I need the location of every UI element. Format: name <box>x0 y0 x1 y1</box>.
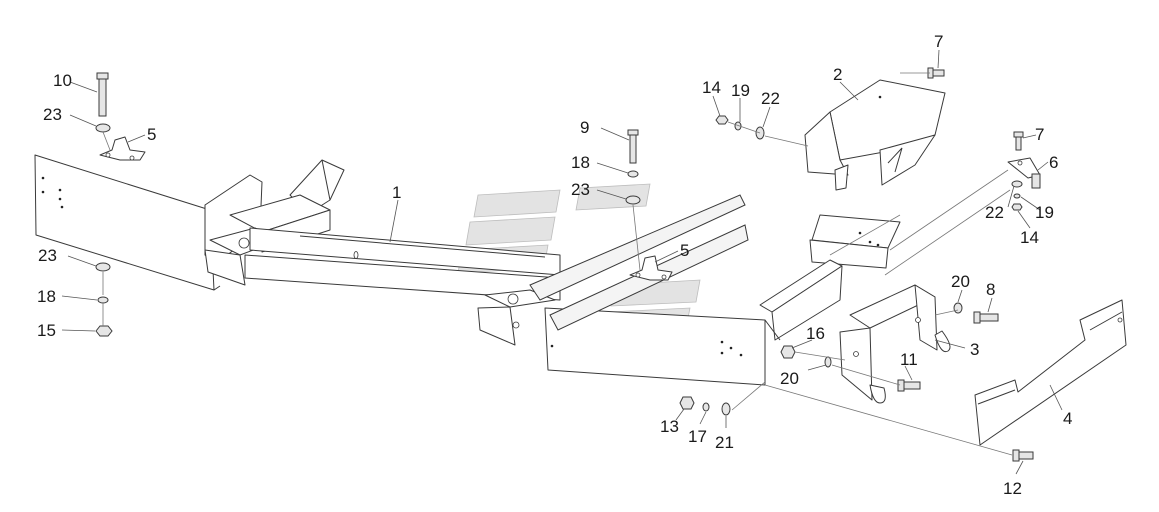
bracket-part-5-center <box>629 255 673 281</box>
callout-15: 15 <box>37 321 56 340</box>
callout-6: 6 <box>1049 153 1058 172</box>
callout-23-top: 23 <box>43 105 62 124</box>
callout-21: 21 <box>715 433 734 452</box>
cover-side-flap <box>879 134 936 186</box>
bolt-7-right <box>1015 135 1022 151</box>
assembly-lines <box>102 72 1013 456</box>
nut-14-right <box>1011 203 1023 211</box>
lower-right-spar-face <box>771 265 843 341</box>
washer-20-lower <box>824 356 832 368</box>
callout-14-upper: 14 <box>702 78 721 97</box>
washer-22-right <box>1011 180 1023 188</box>
lockwasher-17 <box>702 402 710 412</box>
washer-21 <box>721 402 731 416</box>
lockwasher-18-left <box>97 296 109 304</box>
bracket-part-5-left <box>99 136 146 161</box>
callout-11: 11 <box>900 350 918 369</box>
lockwasher-19-upper <box>734 121 742 131</box>
cover-tab <box>834 164 849 191</box>
washer-23-bottom <box>95 262 111 272</box>
callout-10: 8 <box>986 280 995 299</box>
callout-19-right: 19 <box>1035 203 1054 222</box>
nut-15 <box>95 325 113 337</box>
callout-4: 4 <box>1063 409 1072 428</box>
callout-3: 3 <box>970 340 979 359</box>
bolt-9 <box>98 75 107 117</box>
callout-20-right: 20 <box>951 272 970 291</box>
callout-2: 2 <box>833 65 842 84</box>
left-pad-side <box>204 249 246 286</box>
callout-20-lower: 20 <box>780 369 799 388</box>
frame-part-1 <box>34 154 901 386</box>
callout-22-upper: 22 <box>761 89 780 108</box>
callout-5-left: 5 <box>147 125 156 144</box>
callout-13: 13 <box>660 417 679 436</box>
callout-17: 17 <box>688 427 707 446</box>
callout-23-bottom: 23 <box>38 246 57 265</box>
callout-19-upper: 19 <box>731 81 750 100</box>
callout-5-center: 5 <box>680 241 689 260</box>
callout-9: 10 <box>53 71 72 90</box>
callout-23-center: 23 <box>571 180 590 199</box>
callout-14-right: 14 <box>1020 228 1039 247</box>
bracket-part-6 <box>1007 157 1041 189</box>
side-plate <box>974 299 1127 446</box>
washer-20-right <box>953 302 963 314</box>
nut-13 <box>679 396 695 410</box>
leader-lines <box>61 49 1063 475</box>
washer-23-center <box>625 195 641 205</box>
callout-labels: 10 23 5 23 18 15 1 9 18 23 5 14 19 22 2 … <box>37 32 1072 498</box>
washer-23-top <box>95 123 111 133</box>
callout-18-center: 18 <box>571 153 590 172</box>
callout-7-upper: 7 <box>934 32 943 51</box>
callout-12: 12 <box>1003 479 1022 498</box>
nut-14-upper <box>715 115 729 125</box>
callout-1: 1 <box>392 183 401 202</box>
frame-rail-lower <box>244 254 561 301</box>
callout-22-right: 22 <box>985 203 1004 222</box>
cover-part-2 <box>804 79 946 191</box>
lockwasher-18-center <box>627 170 639 178</box>
callout-8: 9 <box>580 118 589 137</box>
callout-16: 16 <box>806 324 825 343</box>
callout-7-right: 7 <box>1035 125 1044 144</box>
bracket-part-3 <box>839 284 951 404</box>
front-plate-left <box>34 154 215 291</box>
plate-part-4 <box>974 299 1127 446</box>
bolt-8 <box>629 132 637 164</box>
callout-18-left: 18 <box>37 287 56 306</box>
bracket-front <box>839 327 873 401</box>
center-pad-side <box>477 306 516 346</box>
lockwasher-19-right <box>1013 193 1021 199</box>
